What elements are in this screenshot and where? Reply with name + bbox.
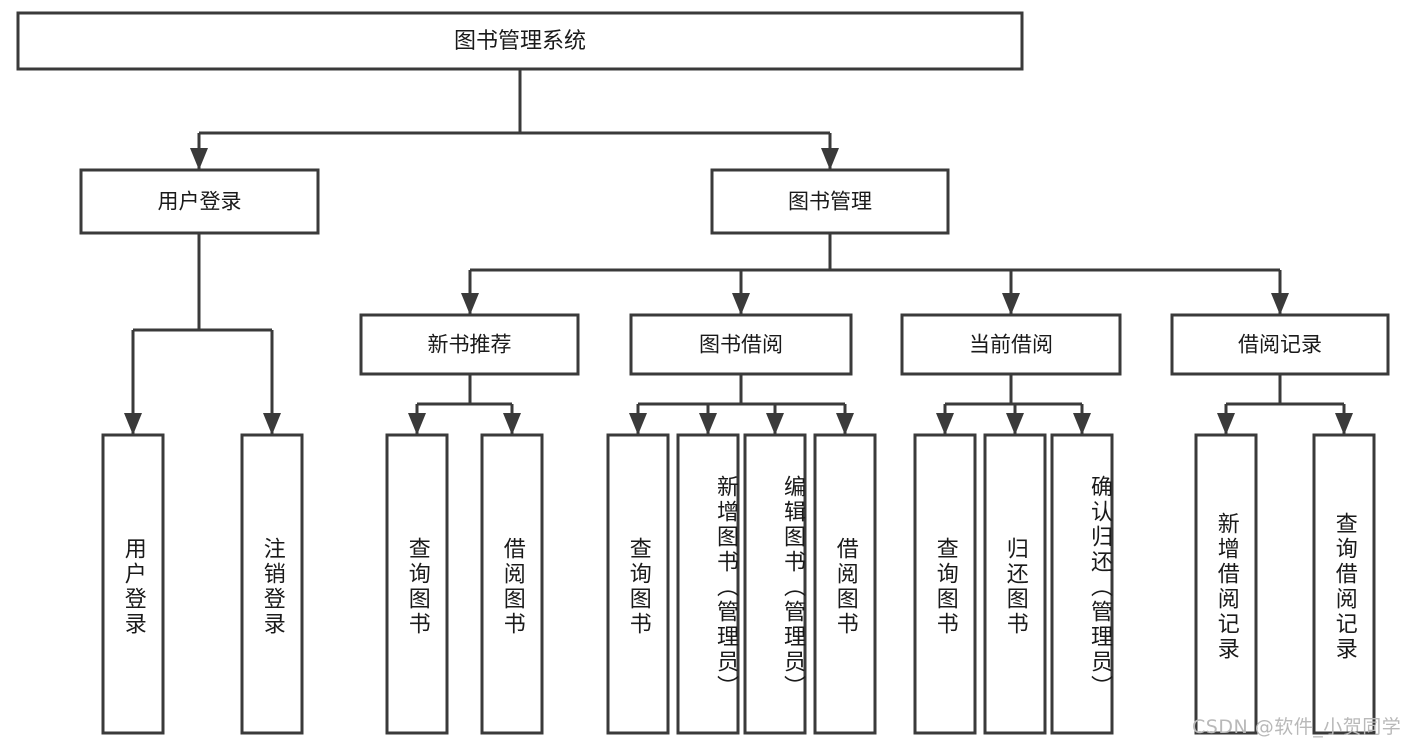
node-level2-0-label: 用户登录 bbox=[158, 190, 242, 214]
node-level2-1-label: 图书管理 bbox=[788, 190, 872, 214]
arrow-head-icon bbox=[1002, 293, 1020, 315]
node-level3-0-label: 新书推荐 bbox=[428, 333, 512, 357]
arrow-head-icon bbox=[1335, 413, 1353, 435]
node-leaf-2[interactable] bbox=[385, 433, 449, 735]
arrow-head-icon bbox=[836, 413, 854, 435]
node-leaf-8[interactable] bbox=[913, 433, 977, 735]
node-leaf-7[interactable] bbox=[813, 433, 877, 735]
arrow-head-icon bbox=[1271, 293, 1289, 315]
node-level3-2[interactable] bbox=[900, 313, 1122, 376]
arrow-head-icon bbox=[629, 413, 647, 435]
node-leaf-9[interactable] bbox=[983, 433, 1047, 735]
node-leaf-3[interactable] bbox=[480, 433, 544, 735]
node-leaf-0[interactable] bbox=[101, 433, 165, 735]
node-level3-0[interactable] bbox=[359, 313, 580, 376]
node-level3-1-label: 图书借阅 bbox=[699, 333, 783, 357]
node-leaf-11[interactable] bbox=[1194, 433, 1258, 735]
arrow-head-icon bbox=[732, 293, 750, 315]
arrow-head-icon bbox=[124, 413, 142, 435]
arrow-head-icon bbox=[190, 148, 208, 170]
connector-edges-layer bbox=[124, 69, 1353, 435]
node-leaf-12[interactable] bbox=[1312, 433, 1376, 735]
node-leaf-4[interactable] bbox=[606, 433, 670, 735]
node-level3-3-label: 借阅记录 bbox=[1238, 333, 1322, 357]
node-leaf-5[interactable] bbox=[676, 433, 740, 735]
node-leaf-10[interactable] bbox=[1050, 433, 1114, 735]
arrow-head-icon bbox=[936, 413, 954, 435]
node-root-system-label: 图书管理系统 bbox=[454, 29, 586, 54]
arrow-head-icon bbox=[461, 293, 479, 315]
node-boxes-layer bbox=[16, 11, 1390, 735]
node-level2-1[interactable] bbox=[710, 168, 950, 235]
node-level3-1[interactable] bbox=[629, 313, 853, 376]
arrow-head-icon bbox=[821, 148, 839, 170]
arrow-head-icon bbox=[699, 413, 717, 435]
node-leaf-1[interactable] bbox=[240, 433, 304, 735]
arrow-head-icon bbox=[503, 413, 521, 435]
arrow-head-icon bbox=[766, 413, 784, 435]
arrow-head-icon bbox=[263, 413, 281, 435]
arrow-head-icon bbox=[408, 413, 426, 435]
node-root-system[interactable] bbox=[16, 11, 1024, 71]
arrow-head-icon bbox=[1006, 413, 1024, 435]
node-leaf-6[interactable] bbox=[743, 433, 807, 735]
node-level3-3[interactable] bbox=[1170, 313, 1390, 376]
node-level2-0[interactable] bbox=[79, 168, 320, 235]
csdn-watermark: CSDN @软件_小贺同学 bbox=[1192, 716, 1402, 738]
arrow-head-icon bbox=[1073, 413, 1091, 435]
node-level3-2-label: 当前借阅 bbox=[969, 333, 1053, 357]
arrow-head-icon bbox=[1217, 413, 1235, 435]
